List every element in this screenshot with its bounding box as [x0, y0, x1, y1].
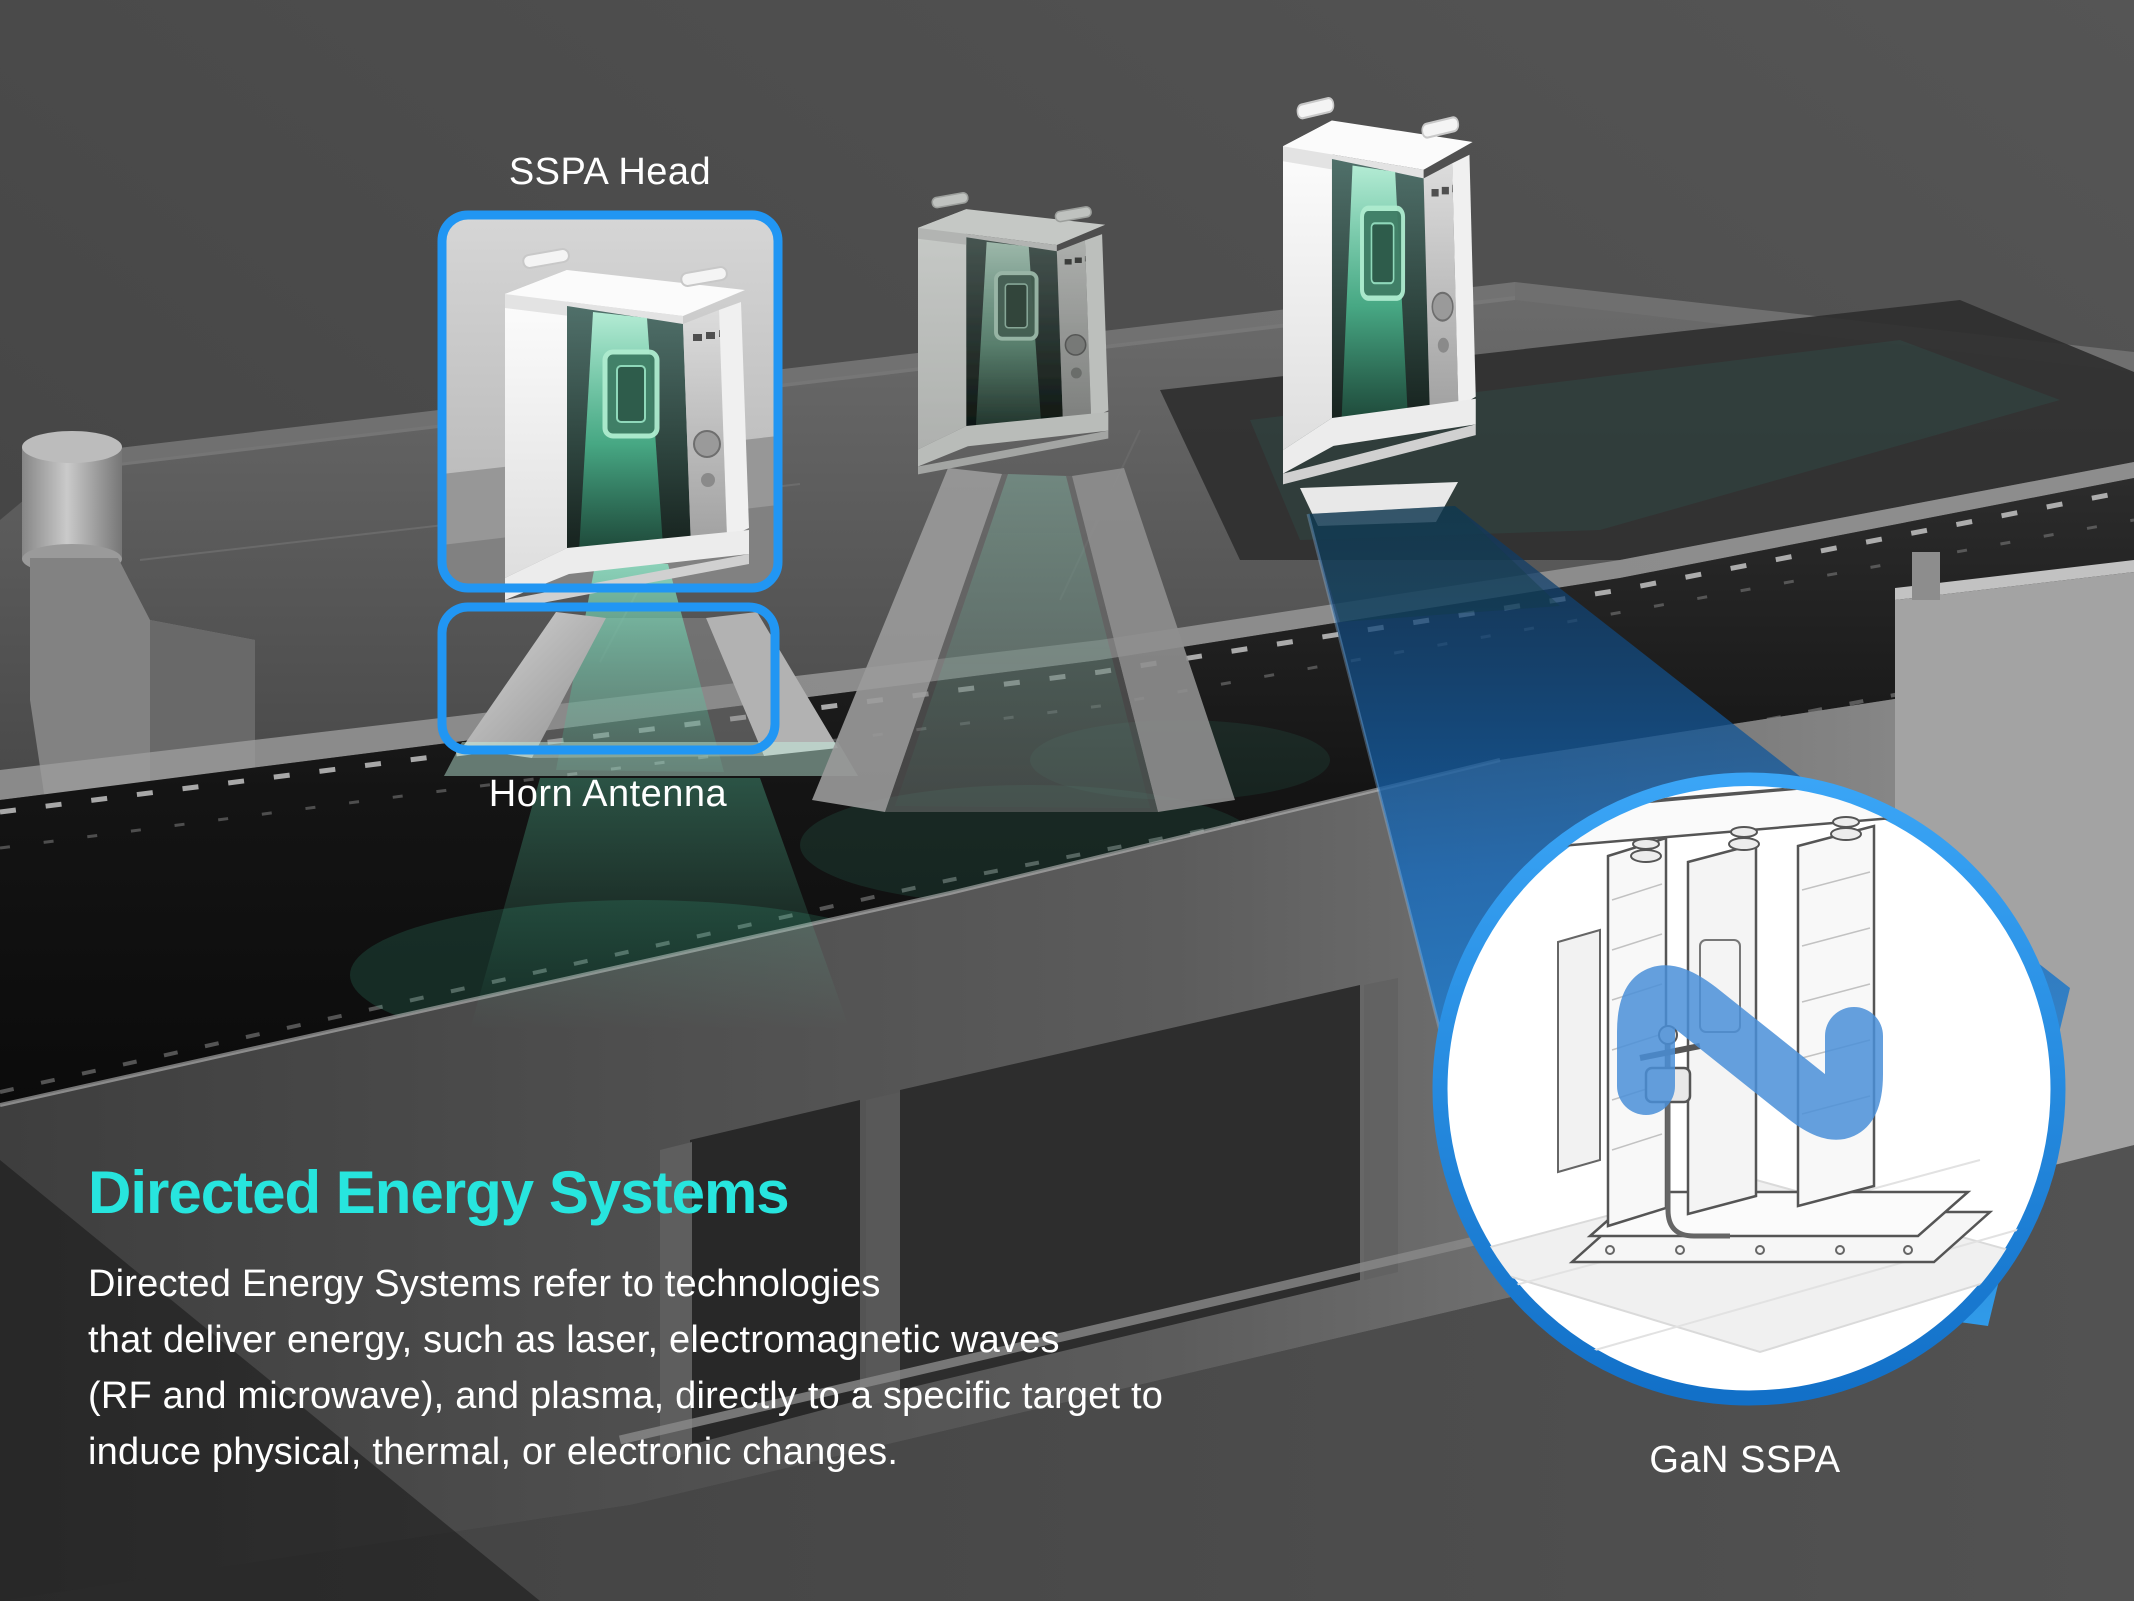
green-beam-1-fade: [470, 778, 850, 1030]
sspa-head-2: [916, 190, 1111, 477]
horn-antenna-1: [444, 560, 858, 1030]
description-line: induce physical, thermal, or electronic …: [88, 1431, 899, 1473]
green-beam-2: [895, 474, 1150, 808]
sspa-head-3: [1283, 97, 1476, 484]
horn-antenna-2: [812, 468, 1235, 812]
page-title: Directed Energy Systems: [88, 1159, 790, 1226]
description-paragraph: Directed Energy Systems refer to technol…: [88, 1256, 1163, 1480]
brand-logo-mark: [1617, 965, 1883, 1140]
sspa-head-1: [505, 248, 749, 610]
callout-box-sspa-head: [437, 210, 783, 593]
label-horn-antenna: Horn Antenna: [488, 773, 728, 815]
description-line: Directed Energy Systems refer to technol…: [88, 1263, 881, 1305]
description-line: that deliver energy, such as laser, elec…: [88, 1319, 1060, 1361]
green-beam-1: [556, 560, 724, 772]
callout-box-horn-antenna: [437, 602, 780, 755]
magnifier-circle: [1432, 772, 2066, 1406]
label-gan-sspa: GaN SSPA: [1649, 1439, 1841, 1481]
description-line: (RF and microwave), and plasma, directly…: [88, 1375, 1164, 1417]
label-sspa-head: SSPA Head: [508, 151, 712, 193]
